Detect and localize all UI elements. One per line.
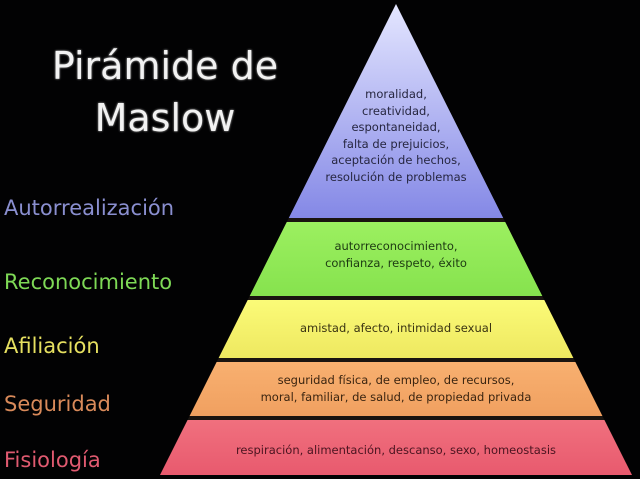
level-label-afiliacion: Afiliación — [4, 334, 100, 358]
tier-description-reconocimiento: autorreconocimiento, confianza, respeto, … — [196, 238, 596, 271]
pyramid-tier-reconocimiento — [249, 222, 543, 296]
page-title: Pirámide de Maslow — [40, 40, 290, 144]
level-label-autorrealizacion: Autorrealización — [4, 196, 175, 220]
tier-description-line: moralidad, — [365, 87, 427, 101]
tier-description-fisiologia: respiración, alimentación, descanso, sex… — [196, 442, 596, 459]
tier-description-line: creatividad, — [362, 103, 430, 118]
tier-description-afiliacion: amistad, afecto, intimidad sexual — [196, 320, 596, 337]
tier-description-line: falta de prejuicios, — [342, 136, 450, 151]
tier-description-line: espontaneidad, — [351, 120, 441, 134]
tier-description-line: autorreconocimiento, — [334, 239, 458, 253]
level-label-reconocimiento: Reconocimiento — [4, 270, 173, 294]
pyramid-tier-fisiologia — [160, 420, 632, 475]
title-line-1: Pirámide de — [51, 44, 279, 88]
title-line-2: Maslow — [94, 96, 236, 140]
tier-description-autorrealizacion: moralidad, creatividad, espontaneidad, falt… — [196, 86, 596, 185]
tier-description-seguridad: seguridad física, de empleo, de recursos… — [196, 372, 596, 405]
pyramid-tier-afiliacion — [218, 300, 574, 358]
tier-description-line: amistad, afecto, intimidad sexual — [299, 321, 493, 335]
tier-description-line: resolución de problemas — [325, 169, 467, 184]
level-label-seguridad: Seguridad — [4, 392, 111, 416]
tier-description-line: seguridad física, de empleo, de recursos… — [277, 373, 515, 387]
tier-description-line: aceptación de hechos, — [331, 153, 461, 167]
tier-description-line: confianza, respeto, éxito — [325, 255, 467, 270]
pyramid-tier-seguridad — [189, 362, 603, 416]
pyramid-tier-autorrealizacion — [288, 4, 504, 218]
tier-description-line: moral, familiar, de salud, de propiedad … — [260, 389, 532, 404]
tier-description-line: respiración, alimentación, descanso, sex… — [235, 443, 557, 457]
level-label-fisiologia: Fisiología — [4, 448, 101, 472]
